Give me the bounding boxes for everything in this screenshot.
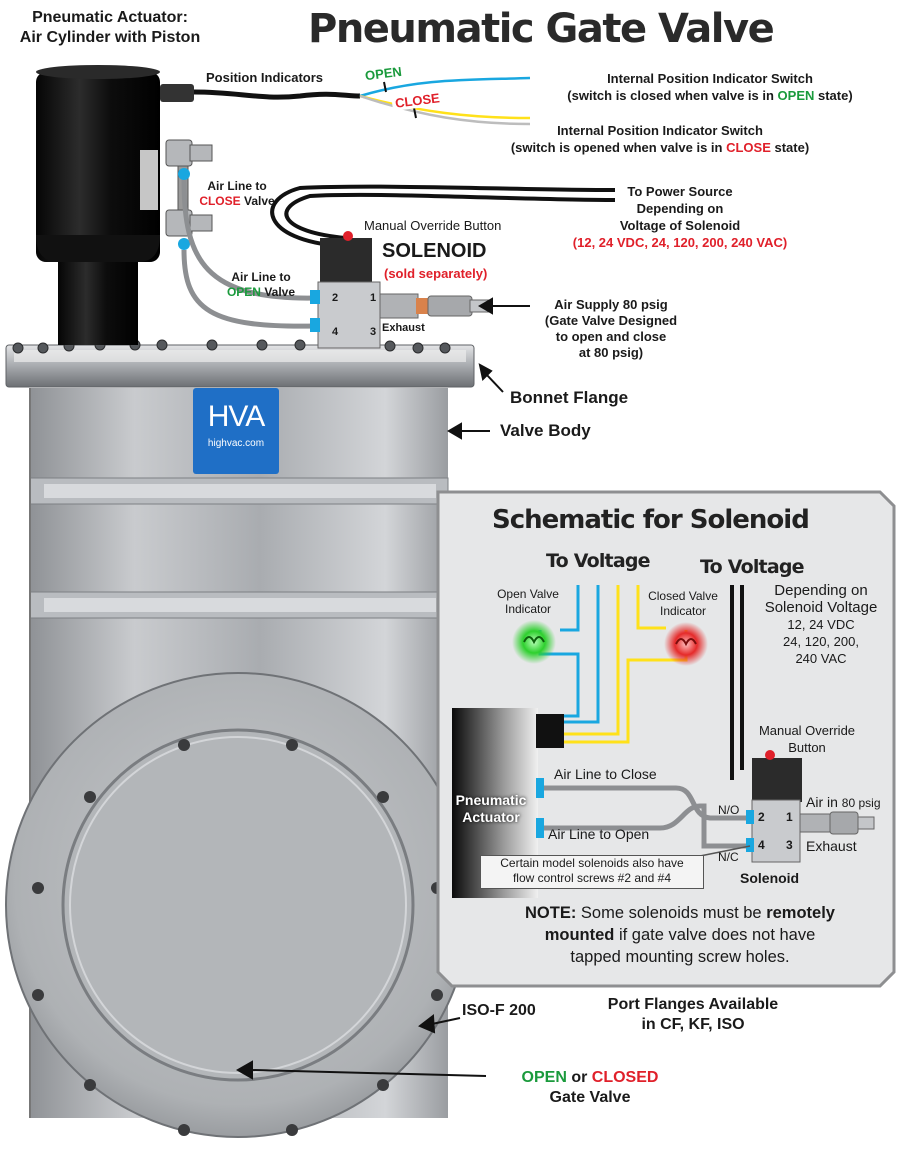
solenoid-label: SOLENOID xyxy=(382,240,487,262)
depending-label: Depending on Solenoid Voltage 12, 24 VDC… xyxy=(764,582,878,666)
schematic-port-4: 4 xyxy=(758,838,765,852)
exhaust-label: Exhaust xyxy=(382,322,425,334)
position-indicators-label: Position Indicators xyxy=(206,70,324,85)
hva-logo: HVA highvac.com xyxy=(193,388,279,474)
valve-body-label: Valve Body xyxy=(500,421,591,440)
nc-label: N/C xyxy=(718,850,739,864)
schematic-port-1: 1 xyxy=(786,810,793,824)
sold-separately-label: (sold separately) xyxy=(384,266,488,281)
air-line-to-close-label: Air Line to Close xyxy=(554,766,657,782)
gate-valve-label: OPEN or CLOSED Gate Valve xyxy=(521,1069,659,1106)
schematic-manual-override-label: Manual Override Button xyxy=(758,723,856,755)
iso-label: ISO-F 200 xyxy=(462,1002,536,1019)
open-valve-indicator-label: Open Valve Indicator xyxy=(497,587,559,616)
air-supply-label: Air Supply 80 psig (Gate Valve Designed … xyxy=(544,297,678,360)
schematic-exhaust-label: Exhaust xyxy=(806,838,857,854)
manual-override xyxy=(343,231,353,241)
bonnet-flange-label: Bonnet Flange xyxy=(510,388,629,407)
page-title: Pneumatic Gate Valve xyxy=(308,6,775,52)
flow-control-note: Certain model solenoids also have flow c… xyxy=(480,855,704,889)
schematic-title: Schematic for Solenoid xyxy=(492,505,810,535)
port-2: 2 xyxy=(332,292,339,304)
actuator-label: Pneumatic Actuator: Air Cylinder with Pi… xyxy=(19,9,201,46)
schematic-port-2: 2 xyxy=(758,810,765,824)
air-line-open-label: Air Line to OPEN Valve xyxy=(226,270,296,299)
arrows xyxy=(235,297,530,1080)
port-flanges-label: Port Flanges Available in CF, KF, ISO xyxy=(607,996,779,1033)
actuator-cylinder xyxy=(36,72,160,262)
air-line-close-label: Air Line to CLOSE Valve xyxy=(199,179,275,208)
schematic-solenoid-label: Solenoid xyxy=(740,870,800,886)
no-label: N/O xyxy=(718,803,740,817)
schematic-actuator-label: Pneumatic Actuator xyxy=(455,792,527,825)
air-in-label: Air in 80 psig xyxy=(806,794,881,810)
air-coupler xyxy=(379,293,419,319)
power-source-label: To Power Source Depending on Voltage of … xyxy=(572,184,788,250)
port-1: 1 xyxy=(370,292,377,304)
switch-open-label: Internal Position Indicator Switch (swit… xyxy=(567,71,853,103)
manual-override-label: Manual Override Button xyxy=(364,218,502,233)
port-flange-inner xyxy=(61,728,415,1082)
solenoid-block xyxy=(317,281,381,349)
port-4: 4 xyxy=(332,326,339,338)
air-line-to-open-label: Air Line to Open xyxy=(548,826,650,842)
schematic-port-3: 3 xyxy=(786,838,793,852)
port-3: 3 xyxy=(370,326,377,338)
closed-valve-indicator-label: Closed Valve Indicator xyxy=(648,589,718,618)
switch-close-label: Internal Position Indicator Switch (swit… xyxy=(510,123,810,155)
to-voltage-right: To Voltage xyxy=(700,556,805,578)
solenoid-coil xyxy=(320,238,372,284)
schematic-note: NOTE: Some solenoids must be remotely mo… xyxy=(525,904,835,966)
to-voltage-left: To Voltage xyxy=(546,550,651,572)
